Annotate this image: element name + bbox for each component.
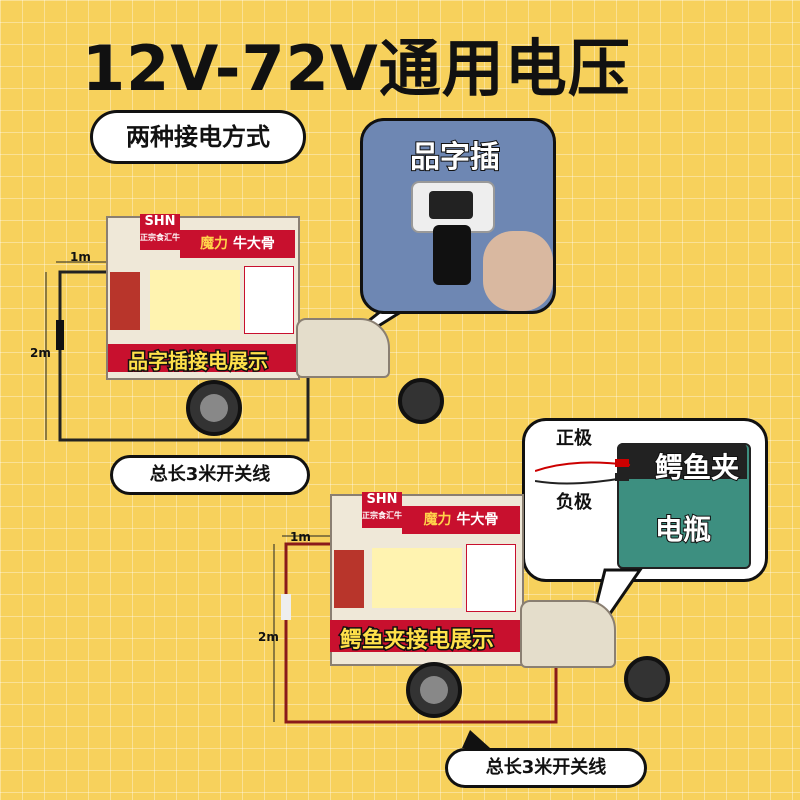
cart-1-cable-caption: 总长3米开关线 <box>110 455 310 495</box>
negative-label: 负极 <box>556 492 592 513</box>
cart-1-window <box>150 270 240 330</box>
positive-label: 正极 <box>556 428 592 449</box>
cart-1-brand: SHN 正宗食汇牛 <box>140 214 180 250</box>
clip-label: 鳄鱼夹 <box>654 450 740 485</box>
cart-2-rear-wheel <box>406 662 462 718</box>
cart-2-dim-side: 2m <box>258 630 279 644</box>
cart-1-sign: 魔力 牛大骨 <box>180 230 295 258</box>
cart-1-dim-top: 1m <box>70 250 91 264</box>
plug-socket-holes <box>429 191 473 219</box>
cart-1-banner: 品字插接电展示 <box>127 348 270 375</box>
cart-2-menu <box>466 544 516 612</box>
cart-1-menu <box>244 266 294 334</box>
clip-wires <box>535 459 631 485</box>
battery-top <box>617 443 747 479</box>
cart-2-sign: 魔力 牛大骨 <box>402 506 520 534</box>
subtitle-pill: 两种接电方式 <box>90 110 306 164</box>
page-title: 12V-72V通用电压 <box>82 32 631 105</box>
cart-1-dim-side: 2m <box>30 346 51 360</box>
hand <box>483 231 553 311</box>
cart-2-scooter <box>520 600 616 668</box>
cart-1-rear-hub <box>200 394 228 422</box>
cart-1-banner-bg <box>108 344 298 372</box>
cart-2-rear-hub <box>420 676 448 704</box>
cart-1-side-poster <box>110 272 140 330</box>
cart-2-brand: SHN 正宗食汇牛 <box>362 492 402 528</box>
plug-label: 品字插 <box>409 139 501 176</box>
plug-connector <box>433 225 471 285</box>
cart-2-window <box>372 548 462 608</box>
plug-callout <box>360 118 556 314</box>
cart-1-front-wheel <box>398 378 444 424</box>
cart-2-side-poster <box>334 550 364 608</box>
battery-label: 电瓶 <box>654 512 712 547</box>
battery-callout <box>522 418 768 582</box>
cart-2-cable-caption: 总长3米开关线 <box>445 748 647 788</box>
cart-2-dim-top: 1m <box>290 530 311 544</box>
cart-2-front-wheel <box>624 656 670 702</box>
cart-2-banner-bg <box>330 620 520 652</box>
cart-2-banner: 鳄鱼夹接电展示 <box>338 627 495 655</box>
cart-1-scooter <box>296 318 390 378</box>
